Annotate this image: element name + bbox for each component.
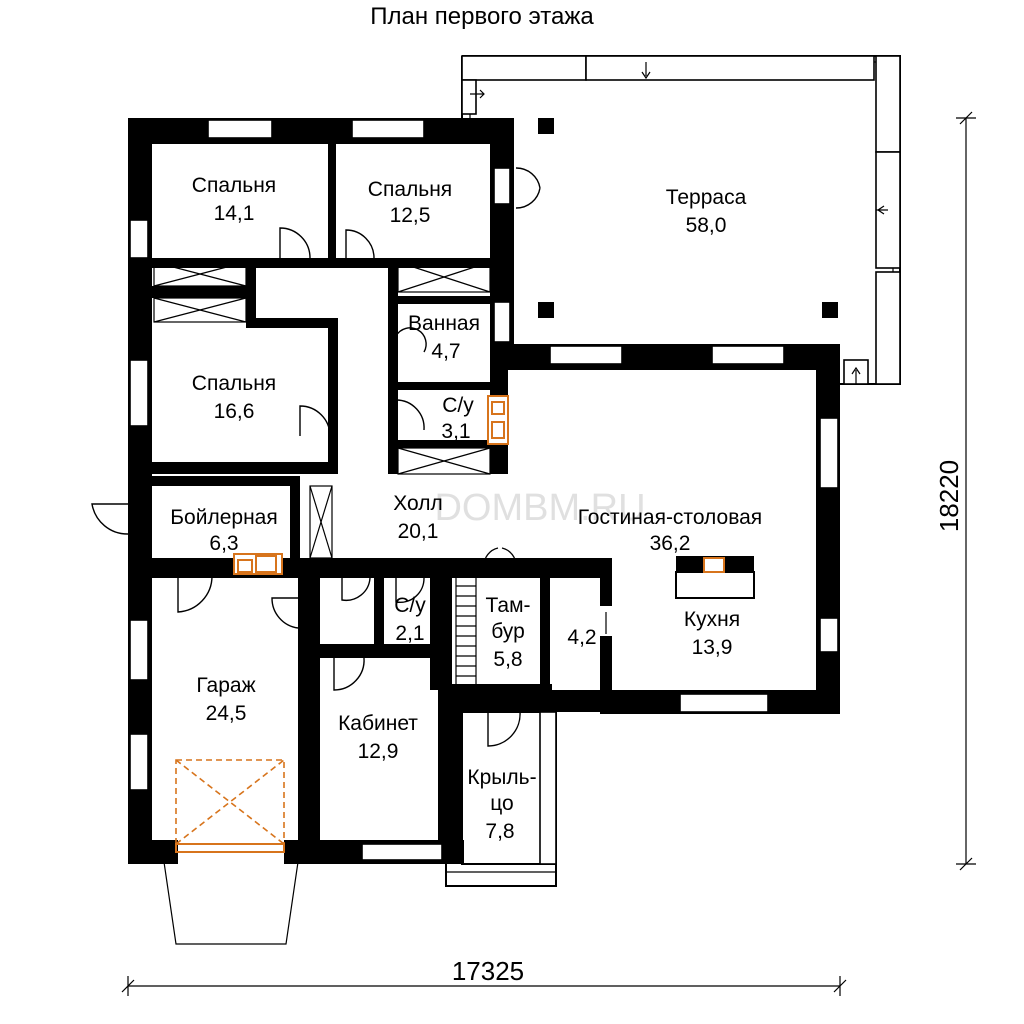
room-name: Кухня (684, 608, 740, 631)
wardrobes (153, 261, 491, 559)
garage-gate (163, 759, 299, 945)
terrace-outline (461, 55, 901, 385)
terrace-post (538, 302, 554, 318)
room-area: 14,1 (214, 202, 255, 225)
room-name: Терраса (666, 186, 747, 209)
dimension-lines (121, 111, 976, 996)
room-area: 4,7 (431, 340, 460, 363)
room-name-line2: бур (491, 620, 525, 643)
room-name: Бойлерная (170, 506, 277, 529)
terrace-post (538, 118, 554, 134)
room-labels: Спальня 14,1 Спальня 12,5 Терраса 58,0 В… (170, 174, 762, 843)
room-area: 12,5 (390, 204, 431, 227)
room-area: 7,8 (485, 820, 514, 843)
room-area: 20,1 (398, 520, 439, 543)
room-area: 16,6 (214, 400, 255, 423)
room-area: 4,2 (567, 626, 596, 649)
plan-title: План первого этажа (370, 3, 594, 30)
room-name: С/у (394, 594, 426, 617)
room-name: Холл (393, 492, 443, 515)
stairs (455, 575, 477, 687)
chimneys (233, 395, 509, 575)
doors (91, 167, 607, 747)
room-area: 13,9 (692, 636, 733, 659)
room-name: Гостиная-столовая (578, 506, 762, 529)
watermark: DOMBM.RU (434, 487, 645, 529)
porch (445, 711, 557, 887)
room-name: С/у (442, 394, 474, 417)
room-name: Ванная (408, 312, 480, 335)
room-area: 5,8 (493, 648, 522, 671)
room-name: Спальня (368, 178, 452, 201)
room-name: Кабинет (338, 712, 418, 735)
room-name: Спальня (192, 174, 276, 197)
room-name: Спальня (192, 372, 276, 395)
kitchen-island (675, 556, 755, 599)
room-name: Там- (486, 594, 531, 617)
interior-walls (152, 144, 612, 846)
room-name-line2: цо (490, 792, 513, 815)
dimension-width: 17325 (452, 956, 524, 986)
room-area: 58,0 (686, 214, 727, 237)
windows (129, 119, 839, 861)
dimension-height: 18220 (934, 460, 964, 532)
terrace-post (822, 302, 838, 318)
room-area: 6,3 (209, 532, 238, 555)
room-area: 2,1 (395, 622, 424, 645)
room-area: 3,1 (441, 420, 470, 443)
room-area: 12,9 (358, 740, 399, 763)
room-name: Крыль- (467, 766, 536, 789)
room-area: 24,5 (206, 702, 247, 725)
room-name: Гараж (196, 674, 255, 697)
room-area: 36,2 (650, 532, 691, 555)
